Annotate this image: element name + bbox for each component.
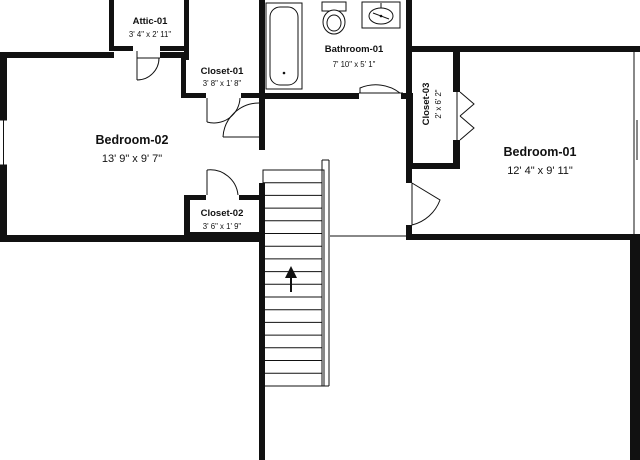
bedroom-01-dims: 12' 4" x 9' 11" xyxy=(507,165,573,177)
bedroom-01-wall-top xyxy=(406,46,640,52)
bedroom-02-dims: 13' 9" x 9' 7" xyxy=(102,153,162,165)
attic-wall-right xyxy=(184,0,189,60)
closet-02-wall-bottom xyxy=(184,232,265,242)
closet-03-door-top xyxy=(459,91,475,117)
bedroom-01-wall-bottom xyxy=(406,234,640,240)
bathroom-door-swing xyxy=(359,84,401,94)
stair-outline xyxy=(262,169,325,387)
closet-03-name: Closet-03 xyxy=(421,83,432,126)
bedroom-02-wall-top-right xyxy=(160,52,189,58)
closet-03-door-bottom xyxy=(459,115,475,141)
attic-wall-bottom-right xyxy=(160,46,189,51)
bedroom-02-door-swing xyxy=(222,102,260,138)
attic-wall-left xyxy=(109,0,114,50)
bathroom-01-name: Bathroom-01 xyxy=(325,44,384,55)
bedroom-01-door-swing xyxy=(411,182,441,226)
closet-01-name: Closet-01 xyxy=(201,66,244,77)
attic-01-name: Attic-01 xyxy=(133,16,169,27)
closet-03-wall-left xyxy=(406,93,413,168)
hall-wall-left xyxy=(259,183,265,460)
closet-01-dims: 3' 8" x 1' 8" xyxy=(203,79,242,88)
closet-02-dims: 3' 6" x 1' 9" xyxy=(203,222,242,231)
closet-02-wall-left xyxy=(184,195,190,242)
bedroom-02-name: Bedroom-02 xyxy=(96,133,169,147)
bedroom-02-wall-top-left xyxy=(0,52,114,58)
bedroom-01-wall-left-upper xyxy=(406,169,412,183)
closet-01-wall-bottom-right xyxy=(241,93,263,98)
bathtub-drain xyxy=(282,71,286,75)
staircase xyxy=(262,159,330,387)
exterior-wall-right xyxy=(630,240,640,460)
closet-02-door-swing xyxy=(206,169,239,196)
closet-01-wall-left xyxy=(181,58,186,98)
closet-03-wall-bottom xyxy=(406,163,460,169)
closet-02-name: Closet-02 xyxy=(201,208,244,219)
bedroom-01-name: Bedroom-01 xyxy=(504,145,577,159)
bathroom-01-dims: 7' 10" x 5' 1" xyxy=(333,60,376,69)
closet-01-wall-bottom-left xyxy=(181,93,206,98)
attic-wall-bottom-left xyxy=(109,46,133,51)
doors xyxy=(136,51,475,226)
closet-03-wall-right-top xyxy=(453,52,460,92)
windows xyxy=(0,119,7,166)
closet-03-dims: 2' x 6' 2" xyxy=(434,89,443,118)
bedroom-01-wall-left-lower xyxy=(406,225,412,240)
bathroom-fixtures xyxy=(265,1,401,90)
room-labels: Attic-01 3' 4" x 2' 11" Bathroom-01 7' 1… xyxy=(96,16,577,231)
closet-02-wall-top-left xyxy=(184,195,206,200)
attic-door-swing xyxy=(136,57,160,81)
bedroom-02-wall-bottom xyxy=(0,235,190,242)
closet-03-wall-right-bottom xyxy=(453,140,460,169)
stair-up-arrow-icon xyxy=(285,266,297,278)
bathtub-basin xyxy=(269,6,299,86)
closet-01-door-swing xyxy=(206,97,241,124)
stair-treads xyxy=(263,182,322,374)
attic-01-dims: 3' 4" x 2' 11" xyxy=(129,30,171,39)
bathroom-wall-bottom xyxy=(259,93,359,99)
bathroom-wall-left xyxy=(259,0,265,150)
closet-02-wall-top-right xyxy=(239,195,265,200)
